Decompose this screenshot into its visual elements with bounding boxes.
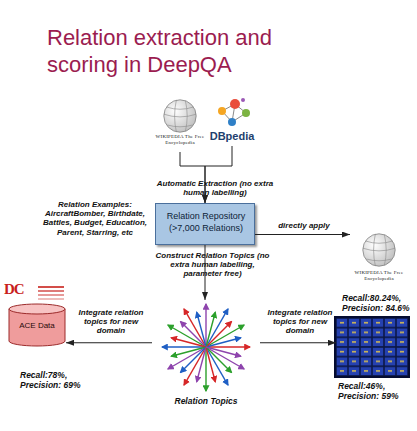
node-label: Recall:46%, Precision: 59% [338,382,412,402]
topic-ray [206,347,241,356]
data-cylinder: ACE DataRecall:78%, Precision: 69% [8,303,66,347]
icon-dot [242,109,250,117]
wikipedia-globe [363,234,395,266]
node-label: ACE Data [8,321,66,330]
cylinder-top [9,304,65,314]
dbpedia-icon [218,98,250,126]
node-label: Relation Topics [146,397,266,407]
wikipedia-logo: WIKIPEDIA The Free Encyclopedia [157,96,203,152]
edge-label: Integrate relation topics for new domain [264,308,336,336]
flow-arrow [260,342,336,343]
wikipedia-logo: WIKIPEDIA The Free EncyclopediaRecall:80… [350,230,408,290]
icon-dot [230,99,240,109]
board-frame [334,316,410,378]
topic-ray [206,346,250,347]
topic-ray [206,312,215,347]
edge-label: Construct Relation Topics (no extra huma… [150,251,275,279]
icon-dot [228,118,236,126]
edge-label: Integrate relation topics for new domain [72,308,150,336]
cylinder-body [9,309,65,346]
node-label: DBpedia [205,130,259,143]
board-cells [336,318,408,376]
icon-dot [241,98,245,102]
icon-dot [218,107,226,115]
result-text: Recall:78%, Precision: 69% [20,371,90,391]
process-box: Relation Repository (>7,000 Relations) [155,203,255,245]
topic-ray [171,338,206,347]
flow-arrow [255,234,350,235]
topic-ray [205,304,206,347]
relation-topics-star: Relation Topics [152,300,260,395]
flow-arrow [66,342,152,343]
jeopardy-board [334,316,410,378]
node-label: Relation Repository (>7,000 Relations) [158,211,254,234]
edge-label: directly apply [264,221,344,230]
logo-stripe [38,290,64,292]
note-text: Relation Examples: AircraftBomber, Birth… [36,200,154,237]
slide-title: Relation extraction and scoring in DeepQ… [47,24,347,79]
jeopardy-board: Recall:46%, Precision: 59% [336,318,408,376]
dbpedia-logo: DBpedia [205,96,259,146]
relation-topic-rays [162,304,250,391]
logo-stripe [38,298,64,300]
wikipedia-globe [164,100,196,132]
node-label: WIKIPEDIA The Free Encyclopedia [354,270,404,282]
logo-stripe [38,286,64,288]
topic-ray [197,347,206,382]
topic-ray [205,347,206,391]
logo-stripe [38,294,64,296]
result-text: Recall:80.24%, Precision: 84.6% [342,294,416,314]
node-label: WIKIPEDIA The Free Encyclopedia [155,134,205,146]
edge-label: Automatic Extraction (no extra human lab… [150,179,280,197]
logo-text: DC [4,281,44,298]
topic-ray [162,346,206,347]
ldc-logo-stripes [38,286,64,300]
